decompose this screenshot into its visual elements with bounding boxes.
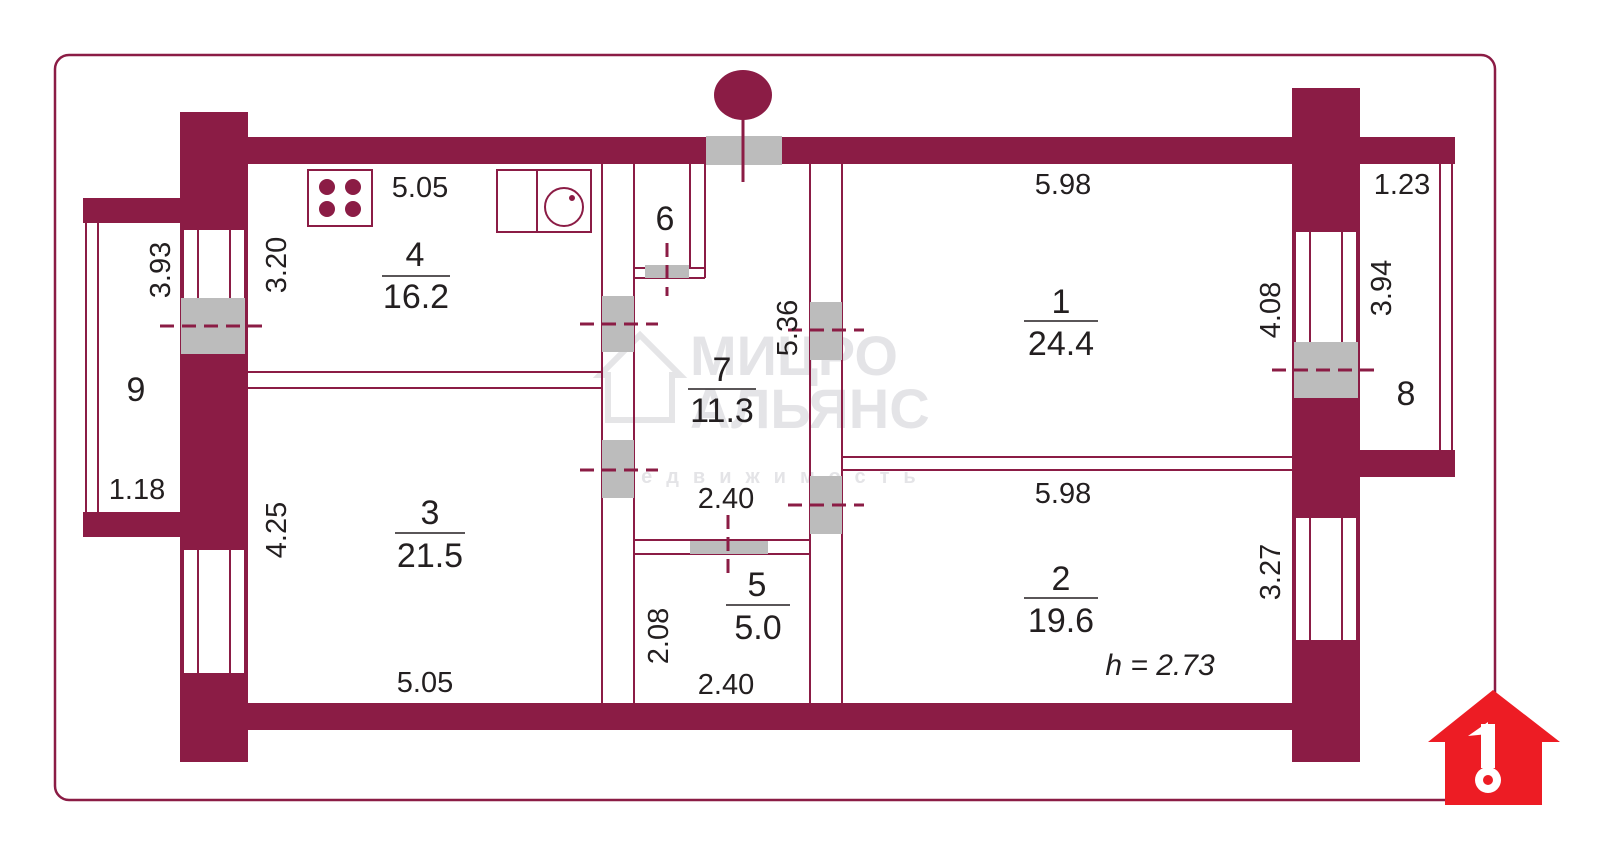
balcony-9-rail: [85, 223, 99, 512]
dim-r2-top: 5.98: [1035, 478, 1091, 510]
window-right-lower: [1296, 518, 1356, 640]
dim-balc8-height: 3.94: [1366, 260, 1398, 316]
walls: [83, 88, 1455, 762]
room-2-number: 2: [1052, 560, 1071, 598]
room-4-area: 16.2: [383, 278, 449, 316]
dim-r2-right: 3.27: [1255, 544, 1287, 600]
watermark: МИЦРО АЛЬЯНС недвижимость: [592, 324, 930, 488]
washing-machine-icon: [496, 169, 592, 233]
room-9-number: 9: [127, 371, 146, 409]
dim-r1-top: 5.98: [1035, 169, 1091, 201]
dim-r3-left: 4.25: [261, 502, 293, 558]
dim-balc8-width: 1.23: [1374, 169, 1430, 201]
window-left-lower: [184, 550, 244, 673]
room-3-area: 21.5: [397, 537, 463, 575]
room-7-number: 7: [713, 351, 732, 389]
dim-r1-right: 4.08: [1255, 282, 1287, 338]
window-right-upper: [1296, 232, 1356, 342]
riser-marker-icon: [714, 70, 772, 182]
room-3-number: 3: [421, 494, 440, 532]
room-2-area: 19.6: [1028, 602, 1094, 640]
dim-r7-width: 2.40: [698, 483, 754, 515]
dim-r5-left: 2.08: [643, 608, 675, 664]
dim-r7-height: 5.36: [772, 300, 804, 356]
dim-balc9-height: 3.93: [145, 242, 177, 298]
room-1-area: 24.4: [1028, 325, 1094, 363]
room-5-number: 5: [748, 566, 767, 604]
room-4-number: 4: [406, 236, 425, 274]
dim-r5-bottom: 2.40: [698, 669, 754, 701]
dimensions: 5.05 3.20 3.93 1.18 4.25 5.05 5.36 2.40 …: [109, 169, 1430, 701]
plan-frame: [53, 53, 1497, 802]
dim-balc9-width: 1.18: [109, 474, 165, 506]
house-key-logo-icon: [1428, 690, 1560, 805]
watermark-line1: МИЦРО: [690, 324, 898, 387]
room-6-number: 6: [656, 200, 675, 238]
door-markers: [160, 243, 1380, 578]
room-8-number: 8: [1397, 375, 1416, 413]
window-left-upper: [184, 230, 244, 300]
stove-icon: [307, 169, 373, 227]
partitions: [248, 164, 1292, 703]
dim-r4-top: 5.05: [392, 172, 448, 204]
balcony-8-rail: [1439, 164, 1453, 450]
ceiling-height: h = 2.73: [1105, 649, 1215, 682]
room-labels: 4 16.2 3 21.5 7 11.3 6 5 5.0 1 24.4 2 19…: [127, 200, 1416, 647]
room-7-area: 11.3: [690, 392, 754, 430]
room-1-number: 1: [1052, 283, 1071, 321]
dim-r4-left: 3.20: [261, 237, 293, 293]
dim-r3-bottom: 5.05: [397, 667, 453, 699]
room-5-area: 5.0: [734, 609, 781, 647]
